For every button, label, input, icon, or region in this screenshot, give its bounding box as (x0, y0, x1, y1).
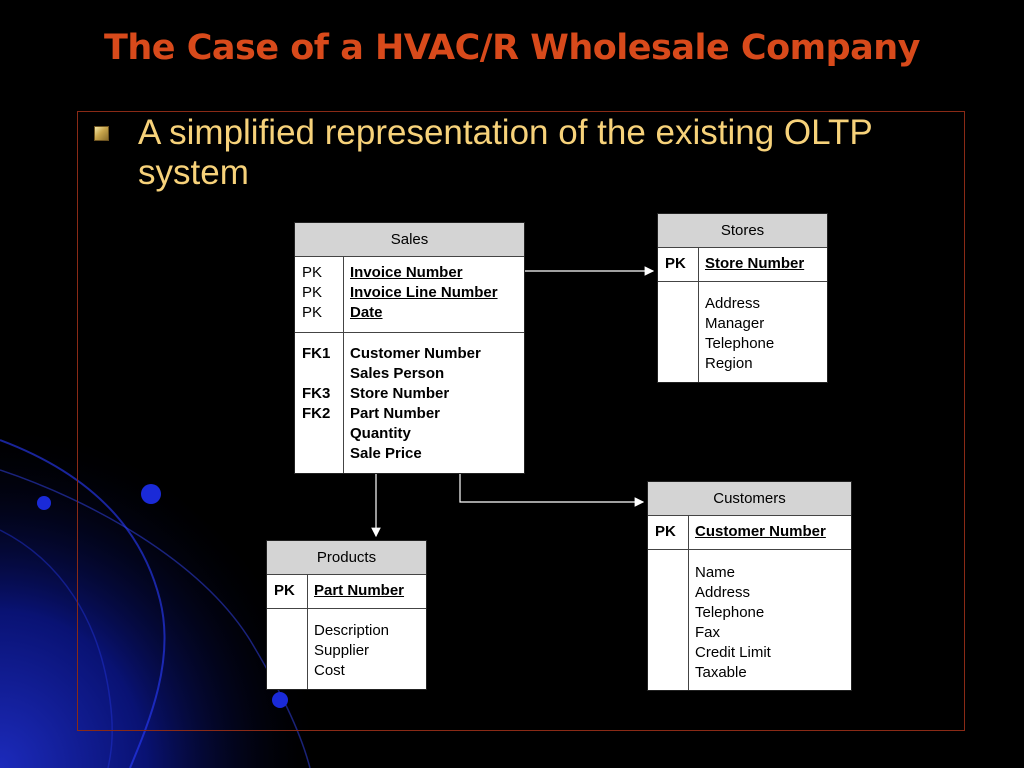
key-col (267, 609, 308, 689)
sales-entity: Sales PK PK PK Invoice Number Invoice Li… (294, 222, 525, 474)
fk-key-col: FK1 FK3 FK2 (295, 333, 344, 473)
entity-header: Customers (648, 482, 851, 516)
key-col (658, 282, 699, 382)
bullet-text: A simplified representation of the exist… (138, 113, 873, 192)
attr-section: FK1 FK3 FK2 Customer Number Sales Person… (295, 333, 524, 473)
pk-key-col: PK (648, 516, 689, 549)
pk-section: PK Customer Number (648, 516, 851, 550)
attr-section: Description Supplier Cost (267, 609, 426, 689)
orb-small (37, 496, 51, 510)
pk-key-col: PK (267, 575, 308, 608)
attr-field-col: Customer Number Sales Person Store Numbe… (350, 345, 481, 462)
attr-field-col: Address Manager Telephone Region (705, 295, 775, 372)
orb-bottom (272, 692, 288, 708)
attr-section: Name Address Telephone Fax Credit Limit … (648, 550, 851, 690)
entity-header: Products (267, 541, 426, 575)
pk-section: PK Part Number (267, 575, 426, 609)
pk-section: PK PK PK Invoice Number Invoice Line Num… (295, 257, 524, 333)
attr-field-col: Name Address Telephone Fax Credit Limit … (695, 564, 771, 681)
key-col (648, 550, 689, 690)
stores-entity: Stores PK Store Number Address Manager T… (657, 213, 828, 383)
slide-title: The Case of a HVAC/R Wholesale Company (103, 28, 921, 68)
pk-key-col: PK (658, 248, 699, 281)
bullet-icon (94, 126, 109, 141)
entity-header: Sales (295, 223, 524, 257)
customers-entity: Customers PK Customer Number Name Addres… (647, 481, 852, 691)
pk-field-col: Invoice Number Invoice Line Number Date (350, 264, 498, 321)
content-frame (77, 111, 965, 731)
entity-header: Stores (658, 214, 827, 248)
pk-field-col: Customer Number (695, 523, 826, 540)
pk-field-col: Part Number (314, 582, 405, 599)
products-entity: Products PK Part Number Description Supp… (266, 540, 427, 690)
sales-to-customers-line (459, 473, 645, 507)
pk-section: PK Store Number (658, 248, 827, 282)
attr-section: Address Manager Telephone Region (658, 282, 827, 382)
orb-large (141, 484, 161, 504)
attr-field-col: Description Supplier Cost (314, 622, 390, 679)
pk-field-col: Store Number (705, 255, 805, 272)
pk-key-col: PK PK PK (295, 257, 344, 332)
